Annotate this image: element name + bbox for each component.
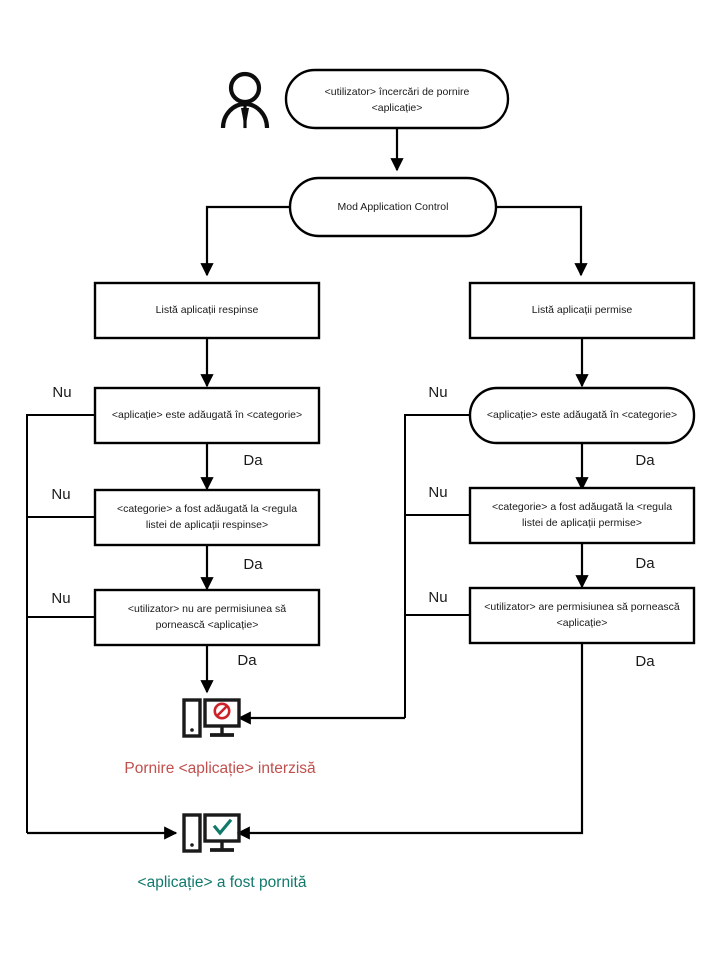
- edge-label-right-q2-yes: Da: [635, 555, 655, 572]
- edge-label-right-q1-yes: Da: [635, 452, 655, 469]
- edge-mode-to-allowed-list: [496, 205, 588, 277]
- computer-blocked-icon: [182, 698, 241, 738]
- node-start-label-line2: <aplicație>: [372, 102, 423, 114]
- edge-label-right-q3-no: Nu: [428, 589, 447, 606]
- node-left-q2-label-line1: <categorie> a fost adăugată la <regula: [117, 503, 297, 515]
- edge-right-q3-yes: [236, 643, 584, 840]
- person-icon: [220, 71, 270, 129]
- node-mode: Mod Application Control: [288, 176, 498, 238]
- node-right-q3-label-line2: <aplicație>: [557, 617, 608, 629]
- node-right-q3-label-line1: <utilizator> are permisiunea să porneasc…: [484, 601, 680, 613]
- node-left-q1-label: <aplicație> este adăugată în <categorie>: [112, 409, 302, 421]
- node-denied-list: Listă aplicații respinse: [93, 281, 321, 340]
- node-left-q3: <utilizator> nu are permisiunea să porne…: [93, 588, 321, 647]
- result-denied-label: Pornire <aplicație> interzisă: [124, 760, 316, 777]
- node-start: <utilizator> încercări de pornire <aplic…: [284, 68, 510, 130]
- node-left-q1: <aplicație> este adăugată în <categorie>: [93, 386, 321, 445]
- edge-mode-to-denied-list: [200, 205, 290, 277]
- edge-label-left-q3-yes: Da: [237, 652, 257, 669]
- node-right-q1: <aplicație> este adăugată în <categorie>: [468, 386, 696, 445]
- node-left-q3-label-line1: <utilizator> nu are permisiunea să: [128, 603, 286, 615]
- edge-label-right-q3-yes: Da: [635, 653, 655, 670]
- result-allowed-label: <aplicație> a fost pornită: [138, 874, 307, 891]
- node-mode-label: Mod Application Control: [338, 201, 449, 213]
- node-right-q2-label-line1: <categorie> a fost adăugată la <regula: [492, 501, 672, 513]
- computer-allowed-icon: [182, 813, 241, 853]
- node-allowed-list-label: Listă aplicații permise: [532, 304, 633, 316]
- node-right-q2: <categorie> a fost adăugată la <regula l…: [468, 486, 696, 545]
- edge-label-left-q2-yes: Da: [243, 556, 263, 573]
- edge-label-left-q2-no: Nu: [51, 486, 70, 503]
- node-left-q2: <categorie> a fost adăugată la <regula l…: [93, 488, 321, 547]
- edge-label-left-q1-no: Nu: [52, 384, 71, 401]
- edge-label-left-q1-yes: Da: [243, 452, 263, 469]
- edge-label-right-q1-no: Nu: [428, 384, 447, 401]
- node-allowed-list: Listă aplicații permise: [468, 281, 696, 340]
- node-right-q1-label: <aplicație> este adăugată în <categorie>: [487, 409, 677, 421]
- node-right-q2-label-line2: listei de aplicații permise>: [522, 517, 642, 529]
- edge-label-right-q2-no: Nu: [428, 484, 447, 501]
- node-start-label-line1: <utilizator> încercări de pornire: [325, 86, 470, 98]
- edge-label-left-q3-no: Nu: [51, 590, 70, 607]
- edge-right-q1-no: [404, 414, 470, 718]
- node-denied-list-label: Listă aplicații respinse: [156, 304, 259, 316]
- edge-left-q1-no: [26, 414, 95, 833]
- node-right-q3: <utilizator> are permisiunea să porneasc…: [468, 586, 696, 645]
- node-left-q2-label-line2: listei de aplicații respinse>: [146, 519, 268, 531]
- node-left-q3-label-line2: pornească <aplicație>: [156, 619, 259, 631]
